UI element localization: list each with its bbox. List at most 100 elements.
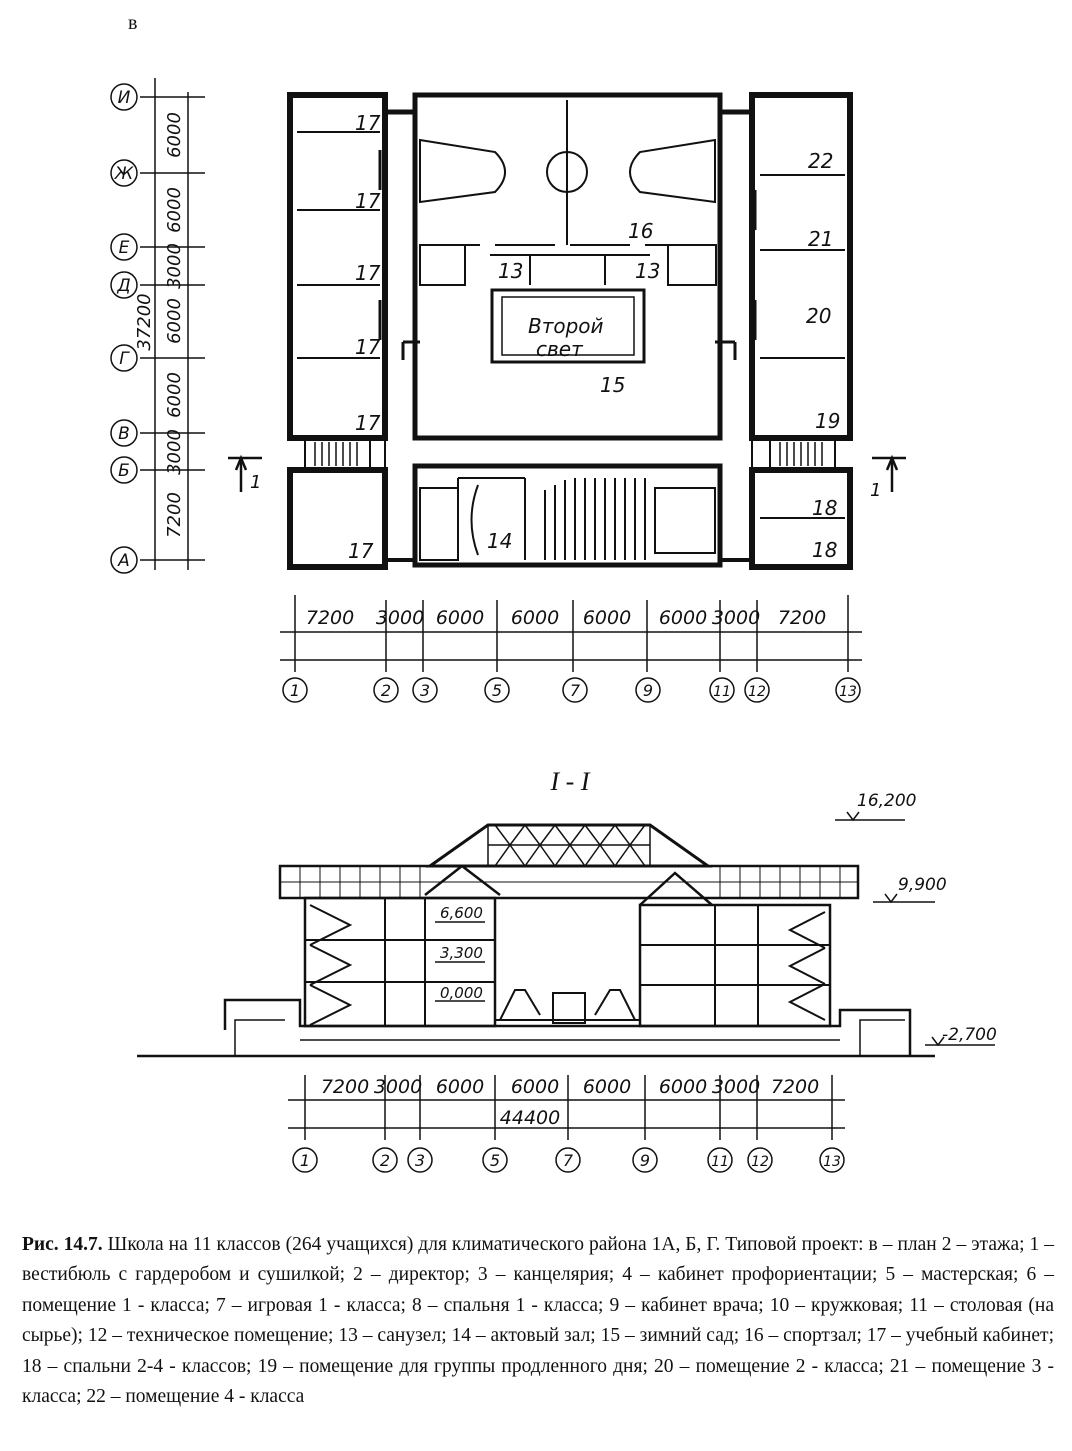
light-well-label: Второй — [528, 314, 604, 338]
horizontal-dimension: 6000 — [436, 607, 484, 629]
axis-letter: Ж — [114, 164, 134, 184]
room-number: 19 — [815, 409, 840, 433]
room-number: 17 — [355, 111, 381, 135]
section-dimension: 7200 — [771, 1076, 819, 1098]
axis-letter: Б — [118, 461, 130, 481]
vertical-dimension-lines — [140, 78, 205, 570]
room-number: 18 — [812, 496, 837, 520]
vertical-dimension: 3000 — [164, 429, 185, 475]
plan-horizontal-dimension-lines — [280, 595, 862, 672]
level-mark: 6,600 — [440, 904, 483, 922]
axis-number: 13 — [839, 684, 857, 700]
floor-plan — [110, 78, 906, 703]
horizontal-dimension: 3000 — [712, 607, 760, 629]
axis-number: 12 — [748, 684, 766, 700]
vertical-dimension: 6000 — [164, 112, 185, 158]
light-well-label: свет — [536, 337, 584, 361]
number-axis-bubbles-section — [292, 1147, 845, 1173]
architectural-drawing: И Ж Е Д Г В Б А 6000 6000 3000 6000 6000… — [110, 78, 997, 1173]
figure-label: Рис. 14.7. — [22, 1234, 103, 1255]
room-number: 15 — [600, 373, 625, 397]
section-total-dimension: 44400 — [500, 1107, 560, 1129]
figure-caption: Рис. 14.7. Школа на 11 классов (264 учащ… — [22, 1230, 1054, 1412]
section-cut-number: 1 — [870, 480, 881, 501]
axis-number: 1 — [300, 1151, 310, 1170]
building-section — [137, 811, 995, 1173]
left-staircase — [304, 437, 371, 471]
letter-axis-bubbles — [110, 83, 138, 574]
horizontal-dimension: 7200 — [306, 607, 354, 629]
room-number: 17 — [355, 261, 381, 285]
section-cut-number: 1 — [250, 472, 261, 493]
vertical-dimension: 7200 — [164, 492, 185, 538]
plan-variant-letter: в — [128, 12, 138, 34]
level-mark: 9,900 — [898, 875, 947, 895]
axis-number: 12 — [751, 1154, 769, 1170]
section-dimension: 3000 — [712, 1076, 760, 1098]
axis-letter: Е — [119, 238, 130, 258]
room-number: 22 — [808, 149, 833, 173]
axis-letter: Д — [116, 276, 130, 296]
axis-number: 7 — [570, 681, 581, 700]
axis-number: 2 — [381, 681, 391, 700]
section-dimension: 3000 — [374, 1076, 422, 1098]
section-dimension: 6000 — [436, 1076, 484, 1098]
total-height-dimension: 37200 — [134, 293, 155, 350]
horizontal-dimension: 6000 — [659, 607, 707, 629]
level-mark: -2,700 — [942, 1025, 997, 1045]
sports-court-markings — [419, 100, 716, 246]
level-mark: 16,200 — [857, 791, 916, 811]
horizontal-dimension: 6000 — [583, 607, 631, 629]
room-number: 17 — [355, 189, 381, 213]
axis-number: 2 — [380, 1151, 390, 1170]
axis-number: 3 — [415, 1151, 425, 1170]
figure-caption-text: Школа на 11 классов (264 учащихся) для к… — [22, 1234, 1054, 1408]
axis-number: 3 — [420, 681, 430, 700]
right-wing-wall — [749, 92, 853, 441]
room-number: 13 — [635, 259, 660, 283]
right-staircase — [769, 437, 836, 471]
level-mark: 0,000 — [440, 984, 483, 1002]
level-markers — [435, 811, 995, 1047]
axis-number: 9 — [640, 1151, 650, 1170]
room-number: 18 — [812, 538, 837, 562]
number-axis-bubbles-plan — [282, 677, 861, 703]
room-number: 17 — [355, 411, 381, 435]
axis-number: 1 — [290, 681, 300, 700]
room-number: 16 — [628, 219, 653, 243]
vertical-dimension: 6000 — [164, 372, 185, 418]
vertical-dimension: 6000 — [164, 187, 185, 233]
axis-number: 11 — [713, 684, 731, 700]
horizontal-dimension: 7200 — [778, 607, 826, 629]
section-dimension: 6000 — [583, 1076, 631, 1098]
axis-number: 7 — [563, 1151, 574, 1170]
axis-number: 5 — [490, 1151, 500, 1170]
light-well — [490, 288, 646, 364]
section-cut-markers — [228, 454, 906, 492]
vertical-dimension: 3000 — [164, 243, 185, 289]
room-number: 17 — [348, 539, 374, 563]
axis-number: 9 — [643, 681, 653, 700]
section-title: I - I — [550, 767, 591, 796]
room-number: 21 — [808, 227, 833, 251]
auditorium-seats — [544, 478, 646, 560]
section-dimension: 6000 — [511, 1076, 559, 1098]
room-number: 14 — [487, 529, 512, 553]
room-number: 17 — [355, 335, 381, 359]
axis-letter: А — [117, 551, 130, 571]
axis-letter: В — [118, 424, 130, 444]
vertical-dimension: 6000 — [164, 298, 185, 344]
axis-number: 5 — [492, 681, 502, 700]
axis-letter: Г — [119, 349, 130, 369]
axis-number: 13 — [823, 1154, 841, 1170]
section-dimension: 6000 — [659, 1076, 707, 1098]
section-dimension: 7200 — [321, 1076, 369, 1098]
axis-letter: И — [118, 88, 131, 108]
level-mark: 3,300 — [440, 944, 483, 962]
axis-number: 11 — [711, 1154, 729, 1170]
horizontal-dimension: 3000 — [376, 607, 424, 629]
room-number: 13 — [498, 259, 523, 283]
horizontal-dimension: 6000 — [511, 607, 559, 629]
section-dimension-lines — [288, 1075, 845, 1140]
room-number: 20 — [806, 304, 831, 328]
